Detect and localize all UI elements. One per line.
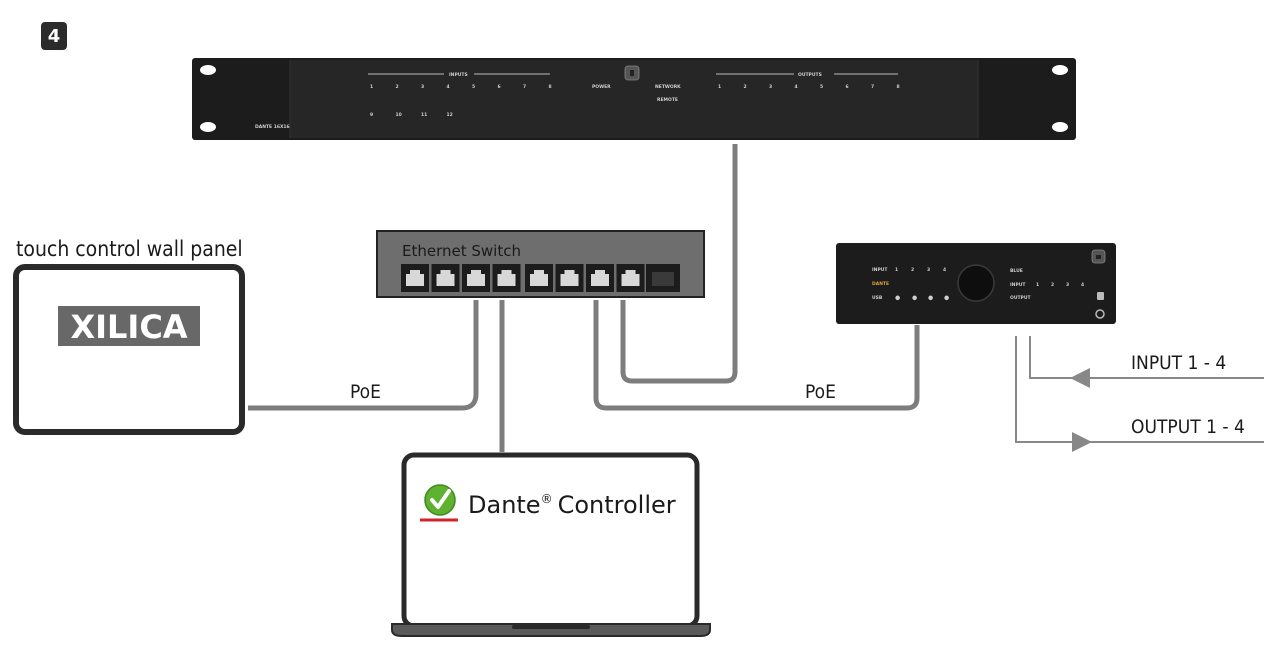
io-input-number: 4 (943, 267, 946, 273)
rack-input-numbers-row2: 9 10 11 12 (370, 112, 453, 118)
wall-panel-caption: touch control wall panel (16, 237, 243, 261)
volume-knob[interactable] (957, 264, 995, 302)
svg-text:⬤: ⬤ (944, 295, 949, 301)
cable-switch-to-rack (620, 144, 738, 384)
laptop: Dante® Controller (391, 452, 711, 637)
rack-output-number: 5 (820, 84, 823, 90)
io-output-number: 4 (1081, 282, 1084, 288)
power-icon (630, 70, 634, 76)
poe-label-left: PoE (350, 381, 381, 403)
rack-output-number: 8 (897, 84, 900, 90)
io-usb-indicators: ⬤ ⬤ ⬤ ⬤ (895, 295, 949, 301)
io-output-number: 2 (1051, 282, 1054, 288)
io-right-label-1: INPUT (1010, 282, 1026, 288)
rack-ear-hole (1052, 65, 1068, 75)
rack-output-number: 3 (769, 84, 772, 90)
rack-output-number: 7 (871, 84, 874, 90)
touch-control-wall-panel[interactable]: XILICA (13, 264, 245, 435)
ethernet-switch-label: Ethernet Switch (402, 242, 521, 260)
rack-model-label: DANTE 16X16 (255, 124, 290, 130)
io-input-label: INPUT (872, 267, 888, 273)
rack-output-number: 2 (744, 84, 747, 90)
rack-network-label: NETWORK (655, 84, 681, 90)
input-arrow-icon (1070, 368, 1090, 388)
rack-output-number: 1 (718, 84, 721, 90)
poe-label-right: PoE (805, 381, 836, 403)
laptop-base (391, 623, 711, 637)
svg-text:Dante®Controller: Dante® Controller (468, 491, 676, 519)
input-signal-label: INPUT 1 - 4 (1131, 352, 1226, 374)
rack-input-number: 6 (498, 84, 501, 90)
dante-app-name: Dante (468, 491, 541, 519)
io-dante-label: DANTE (872, 281, 889, 287)
io-right-numbers: 1 2 3 4 (1036, 282, 1084, 288)
io-right-label-0: BLUE (1010, 268, 1023, 274)
rack-input-number: 5 (472, 84, 475, 90)
rj45-socket-icon (621, 270, 640, 286)
io-usb-label: USB (872, 295, 883, 301)
rj45-socket-icon (467, 270, 485, 286)
dante-controller-logo (420, 484, 458, 522)
rj45-socket-icon (436, 270, 455, 286)
rack-input-number: 8 (549, 84, 552, 90)
lock-icon (1097, 292, 1104, 300)
checkmark-icon (424, 484, 456, 516)
rack-input-number: 1 (370, 84, 373, 90)
rack-power-label: POWER (592, 84, 611, 90)
ethernet-switch: Ethernet Switch (376, 230, 705, 298)
rack-inputs-header: INPUTS (449, 72, 468, 78)
output-signal-label: OUTPUT 1 - 4 (1131, 416, 1245, 438)
rack-outputs-header: OUTPUTS (798, 72, 822, 78)
svg-text:⬤: ⬤ (895, 295, 900, 301)
output-arrow-icon (1072, 432, 1092, 452)
xilica-logo-text: XILICA (70, 308, 187, 346)
rack-output-number: 4 (795, 84, 798, 90)
svg-text:⬤: ⬤ (928, 295, 933, 301)
rack-input-number: 9 (370, 112, 373, 118)
io-right-label-2: OUTPUT (1010, 295, 1032, 301)
rj45-socket-icon (406, 270, 424, 286)
rack-input-number: 2 (396, 84, 399, 90)
rj45-socket-icon (497, 270, 516, 286)
rack-input-number: 4 (447, 84, 450, 90)
rj45-socket-icon (530, 270, 548, 286)
io-output-number: 3 (1066, 282, 1069, 288)
io-input-number: 2 (911, 267, 914, 273)
signal-lines (1015, 336, 1264, 443)
rj45-socket-icon (591, 270, 609, 286)
rack-ear-hole (1052, 122, 1068, 132)
rj45-socket-icon (560, 270, 579, 286)
cable-switch-to-iobox (593, 300, 920, 411)
io-output-number: 1 (1036, 282, 1039, 288)
rack-input-number: 7 (523, 84, 526, 90)
rack-ear-hole (200, 122, 216, 132)
rack-input-number: 10 (396, 112, 402, 118)
rack-input-number: 3 (421, 84, 424, 90)
svg-text:⬤: ⬤ (912, 295, 917, 301)
rack-input-number: 12 (447, 112, 453, 118)
rack-output-number: 6 (846, 84, 849, 90)
cable-wallpanel-to-switch (248, 300, 479, 411)
rack-ear-hole (200, 65, 216, 75)
rack-output-numbers: 1 2 3 4 5 6 7 8 (718, 84, 900, 90)
registered-mark: ® (541, 492, 553, 506)
rack-input-number: 11 (421, 112, 427, 118)
cables (248, 144, 920, 452)
rack-remote-label: REMOTE (657, 97, 678, 103)
step-number-badge: 4 (41, 22, 67, 50)
io-input-number: 1 (895, 267, 898, 273)
dante-app-suffix: Controller (558, 491, 676, 519)
io-input-number: 3 (927, 267, 930, 273)
io-input-numbers: 1 2 3 4 (895, 267, 946, 273)
rack-input-numbers-row1: 1 2 3 4 5 6 7 8 (370, 84, 552, 90)
xilica-logo (58, 306, 200, 346)
power-icon (1095, 309, 1105, 319)
